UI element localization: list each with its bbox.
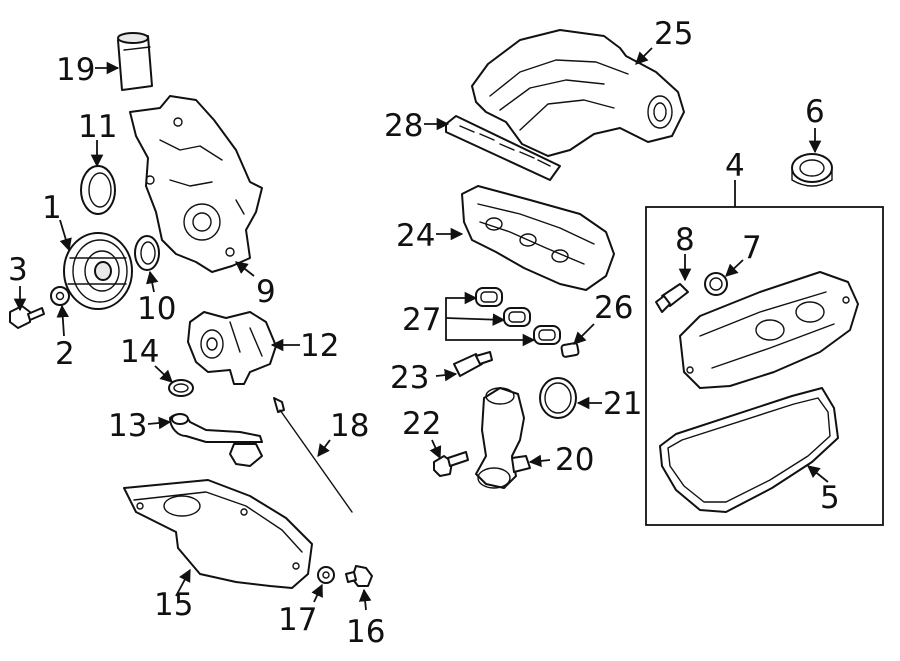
callout-18: 18 — [330, 408, 369, 444]
intake-gaskets — [475, 287, 561, 345]
callout-22: 22 — [402, 406, 441, 442]
callout-2: 2 — [55, 336, 75, 372]
drain-plug-gasket — [317, 566, 335, 584]
crankshaft-seal — [134, 235, 160, 271]
callout-13: 13 — [108, 408, 147, 444]
callout-numbers: 1 2 3 4 5 6 7 8 9 10 11 12 13 14 15 16 1… — [8, 16, 840, 650]
thermostat-housing — [475, 387, 531, 489]
callout-17: 17 — [278, 602, 317, 638]
thermostat-gasket — [539, 377, 577, 419]
callout-5: 5 — [820, 480, 840, 516]
oil-pickup-tube — [169, 413, 263, 467]
pulley-washer — [50, 286, 70, 306]
callout-3: 3 — [8, 252, 28, 288]
pcv-valve — [655, 283, 689, 313]
engine-front-cover — [129, 95, 263, 273]
callout-15: 15 — [154, 587, 193, 623]
callout-8: 8 — [675, 222, 695, 258]
housing-bolt — [433, 451, 469, 477]
oil-pump — [187, 311, 277, 385]
upper-intake-gasket — [445, 115, 561, 181]
valve-cover-gasket — [659, 387, 839, 513]
callout-7: 7 — [742, 230, 762, 266]
crankshaft-pulley — [63, 232, 133, 310]
callout-4: 4 — [725, 148, 745, 184]
oil-filter — [117, 32, 153, 91]
valve-cover — [679, 271, 859, 389]
pcv-grommet — [704, 272, 728, 296]
oil-pan — [123, 479, 313, 589]
callout-23: 23 — [390, 360, 429, 396]
callout-25: 25 — [654, 16, 693, 52]
leader-lines — [13, 47, 829, 611]
callout-9: 9 — [256, 274, 276, 310]
callout-1: 1 — [42, 190, 62, 226]
front-cover-seal — [80, 165, 116, 215]
pulley-bolt — [9, 305, 45, 329]
callout-16: 16 — [346, 614, 385, 650]
callout-10: 10 — [137, 291, 176, 327]
pickup-o-ring — [168, 379, 194, 397]
callout-19: 19 — [56, 52, 95, 88]
callout-21: 21 — [603, 386, 642, 422]
callout-14: 14 — [120, 334, 159, 370]
callout-20: 20 — [555, 442, 594, 478]
upper-intake-manifold — [471, 29, 685, 157]
callout-11: 11 — [78, 109, 117, 145]
drain-plug — [345, 565, 373, 587]
temperature-sensor — [453, 351, 493, 377]
valve-cover-group-box — [645, 206, 884, 526]
callout-26: 26 — [594, 290, 633, 326]
callout-28: 28 — [384, 108, 423, 144]
oil-dipstick — [273, 397, 353, 513]
callout-6: 6 — [805, 94, 825, 130]
callout-24: 24 — [396, 218, 435, 254]
small-gasket — [560, 342, 580, 358]
oil-filler-cap — [791, 153, 833, 187]
lower-intake-manifold — [461, 185, 615, 291]
callout-12: 12 — [300, 328, 339, 364]
callout-27: 27 — [402, 302, 441, 338]
